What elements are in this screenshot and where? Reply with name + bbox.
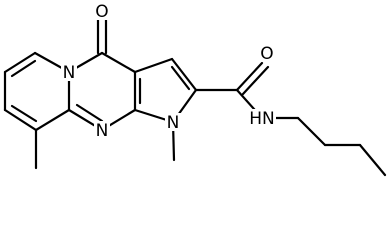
svg-text:O: O [260,44,273,64]
pyrimidinone-ring [67,51,137,132]
svg-text:O: O [95,2,108,22]
svg-text:N: N [167,113,180,133]
atom-label-amide-nh: HN [248,109,276,129]
atom-label-carbonyl-oxygen: O [93,2,111,22]
svg-text:N: N [63,63,76,83]
butyl-chain [260,116,387,177]
svg-text:N: N [96,121,109,141]
atom-label-pyrimidine-nitrogen: N [94,121,110,141]
atom-label-amide-oxygen: O [258,44,276,64]
atom-label-bridgehead-nitrogen: N [61,63,77,83]
molecule-structure: O N N N O HN [3,2,387,177]
carbonyl-double-bond [96,16,108,55]
svg-text:HN: HN [249,109,275,129]
atom-label-pyrrole-nitrogen: N [165,113,181,133]
pyridine-ring [3,51,71,132]
pyrrole-ring [133,57,198,124]
